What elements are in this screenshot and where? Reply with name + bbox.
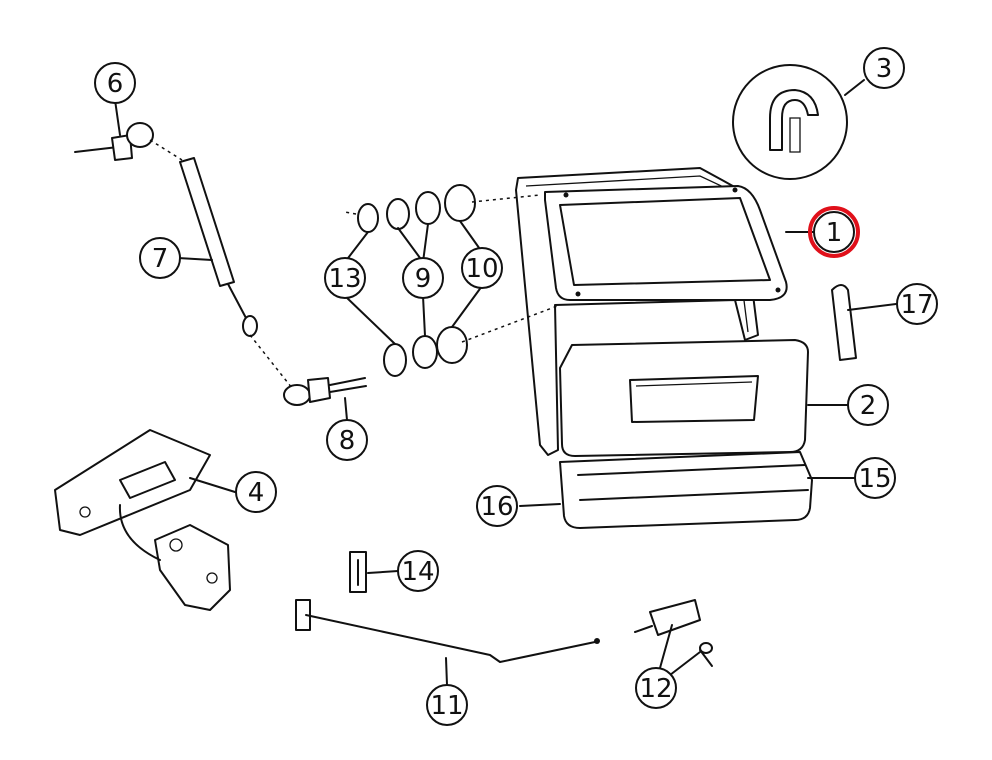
callout-circle (397, 550, 439, 592)
callout-label: 14 (401, 557, 434, 587)
callout-label: 6 (107, 69, 124, 99)
callout-circle (426, 684, 468, 726)
leader-lines (114, 79, 897, 686)
callout-label: 13 (328, 264, 361, 294)
callout-circle (402, 257, 444, 299)
callout-2: 2 (847, 384, 889, 426)
callout-8: 8 (326, 419, 368, 461)
callout-label: 15 (858, 464, 891, 494)
window-frame-part-1 (544, 185, 788, 301)
callout-circle (235, 471, 277, 513)
callout-circle (461, 247, 503, 289)
lower-trim-part-15-16 (559, 451, 813, 529)
callout-label: 2 (860, 391, 877, 421)
door-panel-part-2 (559, 339, 809, 457)
callout-label: 16 (480, 492, 513, 522)
callout-15: 15 (854, 457, 896, 499)
callout-10: 10 (461, 247, 503, 289)
callout-label: 10 (465, 254, 498, 284)
callout-circle (896, 283, 938, 325)
callout-1: 1 (808, 206, 860, 258)
callout-circle (139, 237, 181, 279)
callout-circle (813, 211, 855, 253)
callout-circle (854, 457, 896, 499)
ball-stud-part-6 (74, 122, 154, 161)
ball-stud-part-8 (283, 377, 367, 406)
callout-4: 4 (235, 471, 277, 513)
bushings-upper (357, 184, 476, 233)
callout-label: 3 (876, 54, 893, 84)
callout-circle (324, 257, 366, 299)
callout-14: 14 (397, 550, 439, 592)
callout-label: 9 (415, 264, 432, 294)
callout-label: 4 (248, 478, 265, 508)
callout-11: 11 (426, 684, 468, 726)
callout-16: 16 (476, 485, 518, 527)
callout-circle (635, 667, 677, 709)
callout-circle (863, 47, 905, 89)
callout-label: 12 (639, 674, 672, 704)
callout-label: 11 (430, 691, 463, 721)
callout-13: 13 (324, 257, 366, 299)
trim-strip-part-17 (831, 284, 857, 361)
callout-9: 9 (402, 257, 444, 299)
gas-strut-part-7 (179, 157, 258, 337)
callout-label: 7 (152, 244, 169, 274)
callout-6: 6 (94, 62, 136, 104)
clip-part-14 (349, 551, 367, 593)
highlight-ring (808, 206, 860, 258)
bushings-lower (383, 326, 468, 377)
callout-label: 8 (339, 426, 356, 456)
lock-cylinder-part-12 (634, 599, 713, 667)
handle-lock-part-4 (54, 429, 231, 611)
release-rod-part-11 (295, 599, 600, 663)
callout-circle (326, 419, 368, 461)
callout-3: 3 (863, 47, 905, 89)
seal-detail-part-3 (732, 64, 848, 180)
callout-circle (94, 62, 136, 104)
callout-circle (476, 485, 518, 527)
callout-circle (847, 384, 889, 426)
callout-label: 1 (826, 218, 843, 248)
callout-label: 17 (900, 290, 933, 320)
callout-7: 7 (139, 237, 181, 279)
callout-17: 17 (896, 283, 938, 325)
callout-12: 12 (635, 667, 677, 709)
